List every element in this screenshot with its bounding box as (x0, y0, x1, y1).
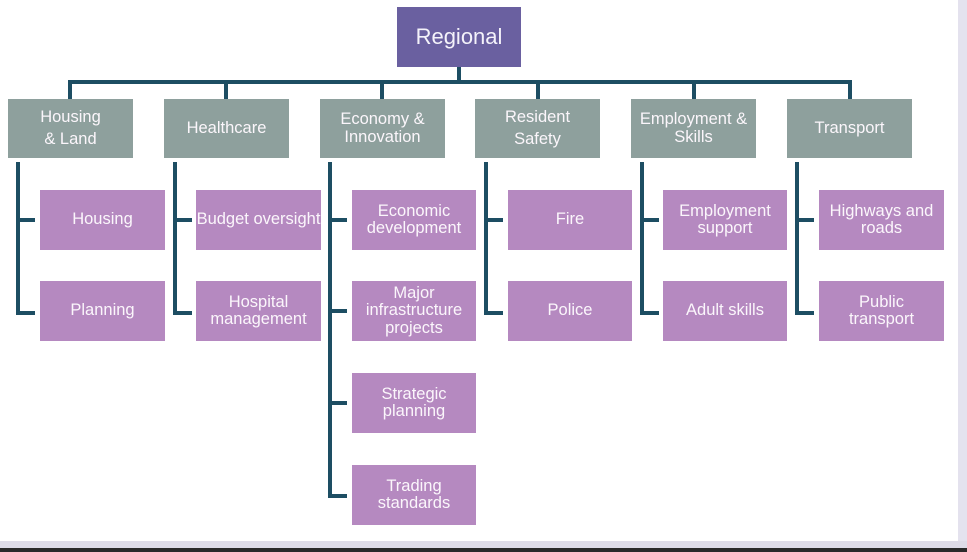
category-drop-connector (536, 80, 540, 100)
root-node: Regional (397, 7, 521, 67)
leaf-node: Hospital management (196, 281, 321, 341)
leaf-node: Adult skills (663, 281, 787, 341)
leaf-node: Employment support (663, 190, 787, 250)
leaf-label: Employment support (679, 201, 771, 237)
branch-tick-connector (328, 401, 347, 405)
leaf-label: Budget oversight (196, 210, 321, 229)
leaf-node: Economic development (352, 190, 476, 250)
category-label-line2: Skills (674, 127, 713, 146)
leaf-node: Major infrastructure projects (352, 281, 476, 341)
branch-tick-connector (640, 311, 659, 315)
leaf-label: Hospital management (210, 292, 307, 328)
leaf-node: Highways and roads (819, 190, 944, 250)
leaf-label: Adult skills (686, 301, 764, 320)
leaf-node: Budget oversight (196, 190, 321, 250)
category-node-healthcare: Healthcare (164, 99, 289, 158)
branch-tick-connector (16, 311, 35, 315)
category-node-employment-skills: Employment &Skills (631, 99, 756, 158)
branch-spine-connector (173, 162, 177, 315)
category-label-line2: Innovation (344, 127, 421, 146)
category-node-housing-land: Housing & Land (8, 99, 133, 158)
leaf-label: Trading standards (377, 476, 451, 512)
leaf-label: Strategic planning (381, 384, 447, 420)
branch-tick-connector (173, 218, 192, 222)
branch-tick-connector (795, 218, 814, 222)
branch-spine-connector (16, 162, 20, 315)
category-label: Healthcare (186, 118, 267, 137)
root-stem-connector (457, 67, 461, 83)
branch-tick-connector (328, 309, 347, 313)
leaf-label: Highways and roads (829, 201, 934, 237)
category-drop-connector (848, 80, 852, 100)
leaf-node: Trading standards (352, 465, 476, 525)
taskbar-edge (0, 548, 967, 552)
leaf-node: Planning (40, 281, 165, 341)
category-node-economy-innovation: Economy &Innovation (320, 99, 445, 158)
branch-tick-connector (16, 218, 35, 222)
leaf-label: Major infrastructure projects (365, 284, 463, 337)
leaf-label: Housing (72, 210, 133, 229)
leaf-node: Police (508, 281, 632, 341)
category-label-line1: Employment & (639, 110, 748, 129)
branch-tick-connector (484, 311, 503, 315)
category-label-line1: Housing (40, 108, 101, 127)
category-label-line2: Safety (514, 129, 561, 148)
branch-tick-connector (328, 218, 347, 222)
branch-tick-connector (173, 311, 192, 315)
leaf-node: Strategic planning (352, 373, 476, 433)
branch-spine-connector (795, 162, 799, 315)
branch-tick-connector (795, 311, 814, 315)
org-chart-slide: Regional Housing& Land Housing Planning … (8, 7, 944, 525)
category-drop-connector (68, 80, 72, 100)
category-drop-connector (692, 80, 696, 100)
leaf-label: Police (547, 301, 593, 320)
leaf-label: Economic development (366, 201, 462, 237)
category-drop-connector (224, 80, 228, 100)
leaf-label: Planning (70, 301, 135, 320)
category-label-line2: & Land (44, 129, 97, 148)
category-label: Transport (814, 118, 885, 137)
branch-spine-connector (640, 162, 644, 315)
leaf-node: Public transport (819, 281, 944, 341)
leaf-node: Fire (508, 190, 632, 250)
branch-spine-connector (328, 162, 332, 498)
branch-spine-connector (484, 162, 488, 315)
window-bottom-edge (0, 541, 967, 548)
window-right-edge (958, 0, 967, 541)
horizontal-bus-connector (68, 80, 852, 84)
leaf-label: Public transport (848, 292, 915, 328)
category-label-line1: Resident (504, 108, 571, 127)
branch-tick-connector (484, 218, 503, 222)
root-label: Regional (415, 24, 503, 50)
category-drop-connector (380, 80, 384, 100)
category-node-transport: Transport (787, 99, 912, 158)
branch-tick-connector (640, 218, 659, 222)
branch-tick-connector (328, 494, 347, 498)
leaf-node: Housing (40, 190, 165, 250)
category-label-line1: Economy & (340, 110, 425, 129)
leaf-label: Fire (555, 210, 585, 229)
